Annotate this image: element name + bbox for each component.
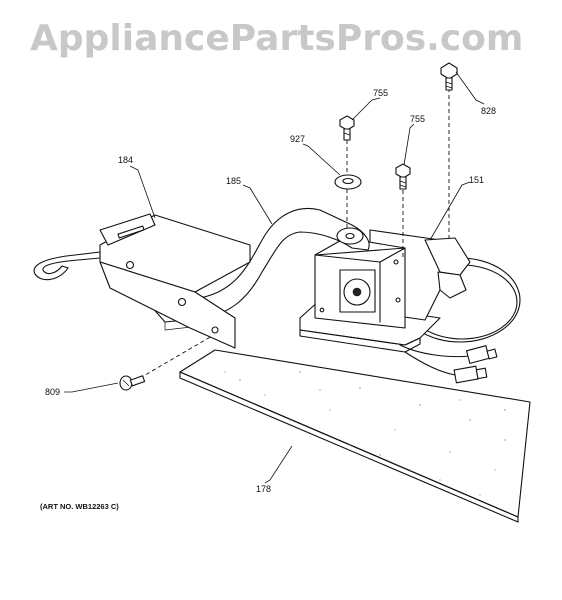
callout-755-center: 755 — [373, 88, 388, 98]
screw-755-center[interactable] — [339, 115, 355, 141]
callout-828: 828 — [481, 106, 496, 116]
screw-755-right[interactable] — [395, 163, 411, 190]
hook-bracket-184[interactable] — [33, 213, 251, 349]
callout-184: 184 — [118, 155, 133, 165]
screw-828[interactable] — [440, 62, 458, 91]
wire-connector-2[interactable] — [453, 365, 488, 384]
watermark-text: AppliancePartsPros.com — [30, 18, 523, 59]
pad-texture — [224, 371, 506, 496]
art-number: (ART NO. WB12263 C) — [40, 502, 119, 511]
callout-185: 185 — [226, 176, 241, 186]
washer-927[interactable] — [334, 174, 362, 190]
motor-assembly-151[interactable] — [299, 229, 471, 353]
leader-lines — [64, 71, 485, 484]
insulation-pad-178[interactable] — [179, 349, 531, 523]
callout-178: 178 — [256, 484, 271, 494]
callout-151: 151 — [469, 175, 484, 185]
callout-809: 809 — [45, 387, 60, 397]
wire-connector-1[interactable] — [465, 345, 498, 364]
callout-755-right: 755 — [410, 114, 425, 124]
screw-809[interactable] — [119, 375, 146, 391]
callout-927: 927 — [290, 134, 305, 144]
